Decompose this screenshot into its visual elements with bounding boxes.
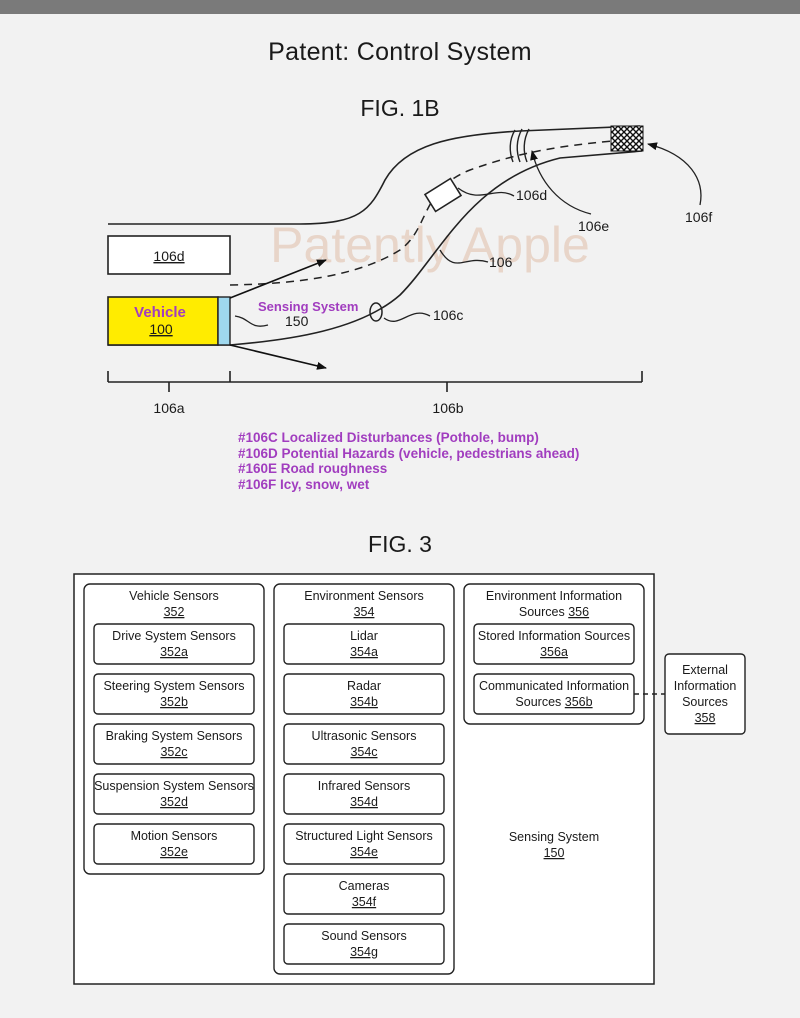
hazard-box bbox=[423, 177, 463, 213]
road-top-edge bbox=[108, 125, 641, 225]
environment-sensor-item-label: Infrared Sensors bbox=[318, 779, 410, 793]
top-bar bbox=[0, 0, 800, 14]
environment-sensor-item-label: Cameras bbox=[339, 879, 390, 893]
vehicle-label: Vehicle bbox=[134, 304, 186, 321]
stored-info-num: 356a bbox=[540, 645, 568, 659]
environment-sensor-item-num: 354d bbox=[350, 795, 378, 809]
communicated-info-label-2: Sources 356b bbox=[515, 695, 592, 709]
vehicle-sensor-item-num: 352b bbox=[160, 695, 188, 709]
environment-sensor-item-box bbox=[283, 823, 445, 865]
environment-sensor-item-num: 354b bbox=[350, 695, 378, 709]
vehicle-number: 100 bbox=[149, 321, 173, 337]
environment-sensor-item-num: 354c bbox=[350, 745, 377, 759]
environment-sensor-item-box bbox=[283, 673, 445, 715]
lane-divider bbox=[229, 140, 613, 286]
info-sources-title-2: Sources 356 bbox=[519, 605, 589, 619]
ref-106e: 106e bbox=[578, 218, 609, 234]
vehicle-sensor-item-num: 352e bbox=[160, 845, 188, 859]
environment-sensors-group bbox=[273, 583, 455, 975]
vehicle-sensor-item-box bbox=[93, 673, 255, 715]
legend-notes: #106C Localized Disturbances (Pothole, b… bbox=[238, 430, 579, 492]
environment-sensor-item-label: Radar bbox=[347, 679, 381, 693]
icy-patch bbox=[610, 125, 644, 152]
stored-info-box bbox=[473, 623, 635, 665]
vehicle-sensor-item-label: Motion Sensors bbox=[131, 829, 218, 843]
watermark: Patently Apple bbox=[270, 217, 590, 273]
vehicle-sensor-item-box bbox=[93, 623, 255, 665]
environment-sensor-item-label: Structured Light Sensors bbox=[295, 829, 433, 843]
ref-106d: 106d bbox=[516, 187, 547, 203]
environment-sensor-item-num: 354g bbox=[350, 945, 378, 959]
info-sources-num: 356 bbox=[568, 605, 589, 619]
sensing-system-label: Sensing System bbox=[258, 299, 358, 314]
vehicle-sensor-item-label: Drive System Sensors bbox=[112, 629, 236, 643]
pothole bbox=[369, 302, 383, 322]
ref-106c: 106c bbox=[433, 307, 463, 323]
external-line-1: External bbox=[682, 663, 728, 677]
ref-106a: 106a bbox=[153, 400, 184, 416]
vehicle-box bbox=[107, 296, 219, 346]
communicated-info-num: 356b bbox=[565, 695, 593, 709]
vehicle-sensors-title: Vehicle Sensors bbox=[129, 589, 219, 603]
environment-sensor-item-box bbox=[283, 623, 445, 665]
environment-sensors-num: 354 bbox=[354, 605, 375, 619]
sensing-system-num: 150 bbox=[544, 846, 565, 860]
environment-sensor-item-num: 354e bbox=[350, 845, 378, 859]
sensing-system-title: Sensing System bbox=[509, 830, 599, 844]
note-106d: #106D Potential Hazards (vehicle, pedest… bbox=[238, 445, 580, 461]
environment-sensor-item-box bbox=[283, 923, 445, 965]
box-106d-label: 106d bbox=[153, 248, 184, 264]
vehicle-sensor-item-box bbox=[93, 723, 255, 765]
vehicle-sensor-item-box bbox=[93, 823, 255, 865]
sensing-system-number: 150 bbox=[285, 313, 309, 329]
vehicle-sensor-item-num: 352d bbox=[160, 795, 188, 809]
environment-sensor-item-box bbox=[283, 773, 445, 815]
external-info-box bbox=[664, 653, 746, 735]
environment-sensor-item-num: 354a bbox=[350, 645, 378, 659]
info-sources-title-1: Environment Information bbox=[486, 589, 622, 603]
ref-106: 106 bbox=[489, 254, 513, 270]
environment-sensors-title: Environment Sensors bbox=[304, 589, 424, 603]
external-line-3: Sources bbox=[682, 695, 728, 709]
vehicle-sensor-item-num: 352c bbox=[160, 745, 187, 759]
vehicle-sensors-num: 352 bbox=[164, 605, 185, 619]
info-sources-group bbox=[463, 583, 645, 725]
fig-3-label: FIG. 3 bbox=[368, 531, 432, 557]
page-title: Patent: Control System bbox=[268, 38, 532, 66]
sensing-system-box bbox=[73, 573, 655, 985]
box-106d bbox=[107, 235, 231, 275]
environment-sensor-item-label: Ultrasonic Sensors bbox=[312, 729, 417, 743]
note-160e: #160E Road roughness bbox=[238, 461, 388, 476]
communicated-info-label-1: Communicated Information bbox=[479, 679, 629, 693]
note-106c: #106C Localized Disturbances (Pothole, b… bbox=[238, 430, 539, 445]
road-bottom-edge bbox=[108, 150, 643, 346]
vehicle-sensor-item-box bbox=[93, 773, 255, 815]
environment-sensor-item-label: Lidar bbox=[350, 629, 378, 643]
environment-sensor-item-box bbox=[283, 873, 445, 915]
external-num: 358 bbox=[695, 711, 716, 725]
sensor-strip bbox=[217, 296, 231, 346]
fig-1b-diagram: Patently Apple 106d Vehicle 100 Sensing … bbox=[107, 125, 712, 416]
environment-sensor-item-num: 354f bbox=[352, 895, 377, 909]
info-sources-title-2-text: Sources bbox=[519, 605, 565, 619]
vehicle-sensor-item-label: Suspension System Sensors bbox=[94, 779, 254, 793]
communicated-info-label-2-text: Sources bbox=[515, 695, 561, 709]
external-line-2: Information bbox=[674, 679, 737, 693]
environment-sensor-item-label: Sound Sensors bbox=[321, 929, 406, 943]
ref-106b: 106b bbox=[432, 400, 463, 416]
vehicle-sensor-item-num: 352a bbox=[160, 645, 188, 659]
vehicle-sensors-group bbox=[83, 583, 265, 875]
environment-sensor-item-box bbox=[283, 723, 445, 765]
vehicle-sensor-item-label: Steering System Sensors bbox=[103, 679, 244, 693]
ref-106f: 106f bbox=[685, 209, 712, 225]
note-106f: #106F Icy, snow, wet bbox=[238, 476, 370, 492]
fig-1b-label: FIG. 1B bbox=[360, 95, 440, 121]
vehicle-sensor-item-label: Braking System Sensors bbox=[106, 729, 243, 743]
stored-info-label: Stored Information Sources bbox=[478, 629, 630, 643]
communicated-info-box bbox=[473, 673, 635, 715]
